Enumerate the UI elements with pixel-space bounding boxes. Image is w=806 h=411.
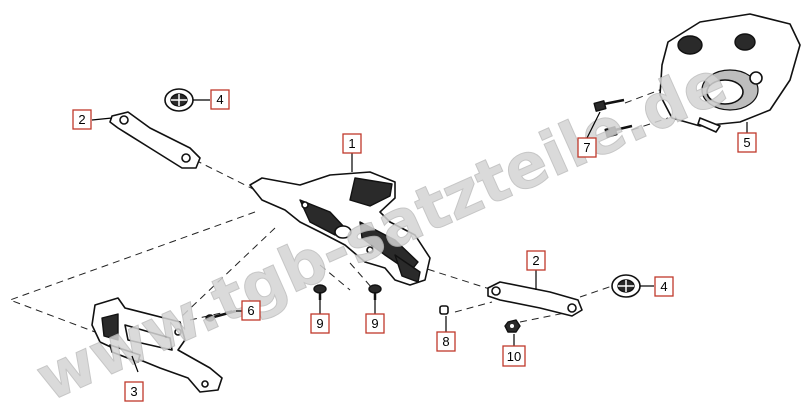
callout-4-lower: 4 [654,276,674,297]
callout-label: 6 [247,303,254,318]
frame-bracket-part [91,297,223,393]
screw-part-6 [205,309,237,322]
callout-3: 3 [124,381,144,402]
callout-5: 5 [737,132,757,153]
callout-label: 2 [78,112,85,127]
callout-7: 7 [577,137,597,158]
callout-10: 10 [502,345,526,367]
headlight-housing-part [659,13,801,133]
callout-2-right: 2 [526,250,546,271]
screw-part-9-left [313,284,327,300]
callout-2-left: 2 [72,109,92,130]
callout-9-right: 9 [365,313,385,334]
bushing-part-8 [439,305,449,315]
callout-label: 7 [583,140,590,155]
callout-9-left: 9 [310,313,330,334]
leader-lines [91,99,748,373]
callout-label: 5 [743,135,750,150]
callout-label: 4 [216,92,223,107]
screw-part-9-right [368,284,382,300]
callout-label: 9 [316,316,323,331]
strap-part-left [109,111,201,169]
bolt-part-7 [593,98,633,138]
callout-label: 10 [507,349,521,364]
callout-8: 8 [436,331,456,352]
callout-label: 1 [348,136,355,151]
callout-label: 9 [371,316,378,331]
callout-1: 1 [342,133,362,154]
grommet-part-upper [164,88,194,112]
grommet-part-lower [611,274,641,298]
strap-part-right [487,281,583,317]
callout-label: 3 [130,384,137,399]
callout-label: 8 [442,334,449,349]
nut-part-10 [504,319,521,333]
callout-4-upper: 4 [210,89,230,110]
main-bracket-part [249,171,431,286]
callout-label: 2 [532,253,539,268]
callout-6: 6 [241,300,261,321]
callout-label: 4 [660,279,667,294]
